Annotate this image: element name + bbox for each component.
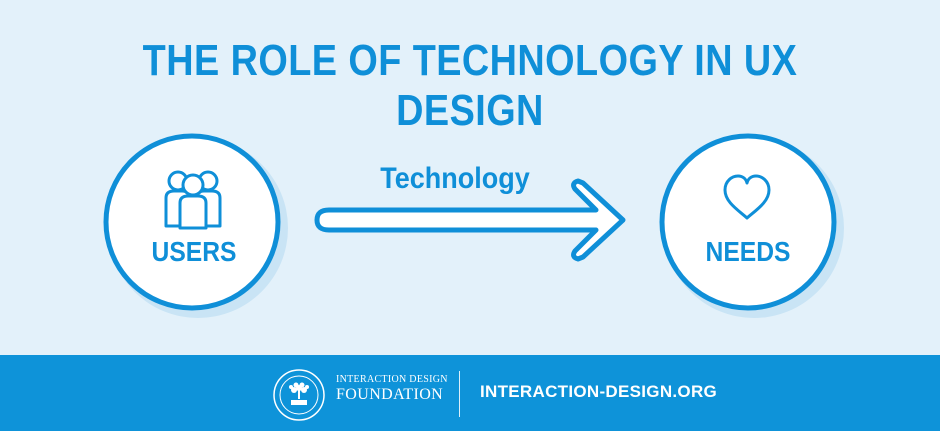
users-label: USERS: [151, 236, 237, 267]
foundation-seal-icon: [273, 369, 325, 421]
footer-divider: [459, 371, 460, 417]
users-node: [103, 133, 288, 318]
needs-circle: [659, 133, 837, 311]
users-icon: [164, 170, 222, 230]
technology-label: Technology: [380, 162, 530, 195]
arrow-right-icon: [314, 178, 626, 262]
seal-tree-icon: [289, 382, 309, 399]
wordmark-line2: FOUNDATION: [336, 386, 444, 403]
footer: INTERACTION DESIGN FOUNDATION INTERACTIO…: [0, 355, 940, 431]
needs-node: [659, 133, 844, 318]
website-link[interactable]: INTERACTION-DESIGN.ORG: [480, 382, 718, 401]
page-title: THE ROLE OF TECHNOLOGY IN UX DESIGN: [142, 36, 798, 135]
wordmark-line1: INTERACTION DESIGN: [336, 374, 448, 385]
foundation-wordmark: INTERACTION DESIGN FOUNDATION: [336, 375, 448, 403]
needs-label: NEEDS: [705, 236, 791, 267]
heart-icon: [723, 174, 771, 220]
